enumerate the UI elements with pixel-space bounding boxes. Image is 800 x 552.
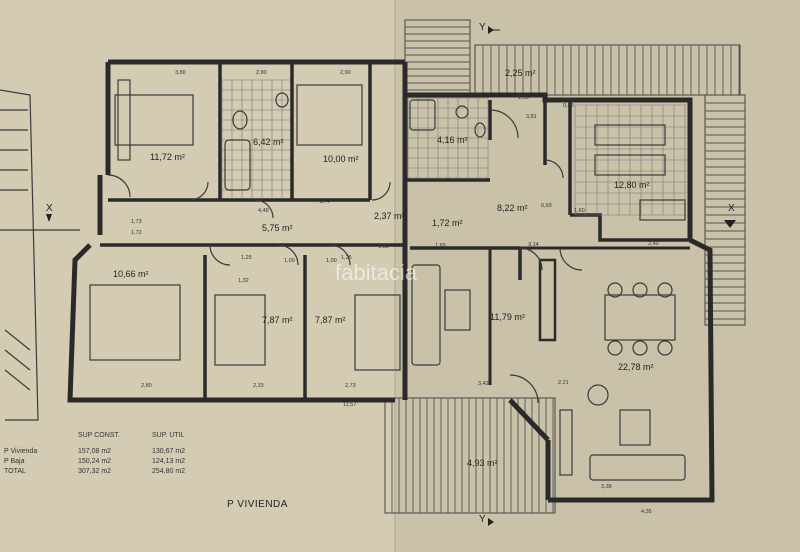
room-area-label: 6,42 m² [253,137,284,147]
dimension-label: 1,73 [131,219,142,225]
dimension-label: 3,80 [175,70,186,76]
table-cell: 157,08 m2 [78,448,111,455]
room-area-label: 10,66 m² [113,269,149,279]
room-area-label: 7,87 m² [262,315,293,325]
plan-title: P VIVIENDA [227,499,288,510]
dimension-label: 2,80 [141,383,152,389]
dimension-label: 2,40 [648,241,659,247]
top-terrace [474,44,741,96]
room-labels: 11,72 m² 6,42 m² 10,00 m² 4,16 m² 5,75 m… [113,68,654,468]
table-cell: 130,67 m2 [152,448,185,455]
paper-left-panel [0,0,395,552]
room-area-label: 7,87 m² [315,315,346,325]
beds [89,79,401,371]
table-row-label: P Vivienda [4,448,37,455]
dimension-label: 1,32 [238,278,249,284]
adjacent-sheet-fragment [0,89,80,421]
dimension-label: 1,30 [378,244,389,250]
bathroom-tiles [221,79,687,216]
room-area-label: 4,93 m² [467,458,498,468]
room-area-label: 5,75 m² [262,223,293,233]
top-stair [404,19,471,96]
dimension-label: 1,72 [131,230,142,236]
table-cell: 254,80 m2 [152,468,185,475]
dimension-label: 4,48 [258,208,269,214]
section-marks: Y Y X X [46,22,736,526]
dimension-label: 1,00 [326,258,337,264]
room-area-label: 2,37 m² [374,211,405,221]
watermark: fabitacia [335,260,418,285]
surface-table: SUP CONST. SUP. UTIL P Vivienda 157,08 m… [4,432,185,475]
dimension-label: 3,38 [601,484,612,490]
room-area-label: 8,22 m² [497,203,528,213]
table-row-label: TOTAL [4,468,26,475]
dimension-label: 3,14 [528,242,539,248]
dimension-label: 0,43 [563,103,574,109]
dimension-labels: 3,80 2,90 2,80 1,55 3,81 1,60 0,43 2,40 … [131,70,659,515]
dimension-label: 2,73 [345,383,356,389]
dimension-label: 3,42 [478,381,489,387]
paper-right-panel [395,0,800,552]
table-row-label: P Baja [4,458,25,465]
room-area-label: 1,72 m² [432,218,463,228]
dimension-label: 2,21 [558,380,569,386]
dimension-label: 2,80 [256,70,267,76]
dimension-label: 1,55 [518,95,529,101]
dimension-label: 3,81 [526,114,537,120]
section-mark-x-right: X [728,203,735,214]
dimension-label: 4,35 [641,509,652,515]
fixtures [224,92,486,191]
dimension-label: 2,90 [340,70,351,76]
table-cell: 124,13 m2 [152,458,185,465]
door-swings [107,109,583,404]
section-mark-y-bottom: Y [479,514,486,525]
dimension-label: 1,65 [435,243,446,249]
dimension-label: 1,25 [241,255,252,261]
table-cell: 150,24 m2 [78,458,111,465]
dimension-label: 0,93 [541,203,552,209]
section-mark-x-left: X [46,203,53,214]
living-furniture [411,124,686,481]
table-cell: 307,32 m2 [78,468,111,475]
dimension-label: 11,57 [343,402,356,408]
room-area-label: 10,00 m² [323,154,359,164]
room-area-label: 2,25 m² [505,68,536,78]
room-area-label: 11,79 m² [490,312,525,322]
room-area-label: 11,72 m² [150,152,185,162]
room-area-label: 4,16 m² [437,135,468,145]
room-area-label: 22,78 m² [618,362,654,372]
dimension-label: 1,60 [574,208,585,214]
dimension-label: 2,33 [253,383,264,389]
dimension-label: 1,25 [341,255,352,261]
dimension-label: 1,00 [284,258,295,264]
table-header-const: SUP CONST. [78,432,120,439]
table-header-util: SUP. UTIL [152,432,185,439]
room-area-label: 12,80 m² [614,180,650,190]
section-mark-y-top: Y [479,22,486,33]
dimension-label: 1,74 [319,199,330,205]
